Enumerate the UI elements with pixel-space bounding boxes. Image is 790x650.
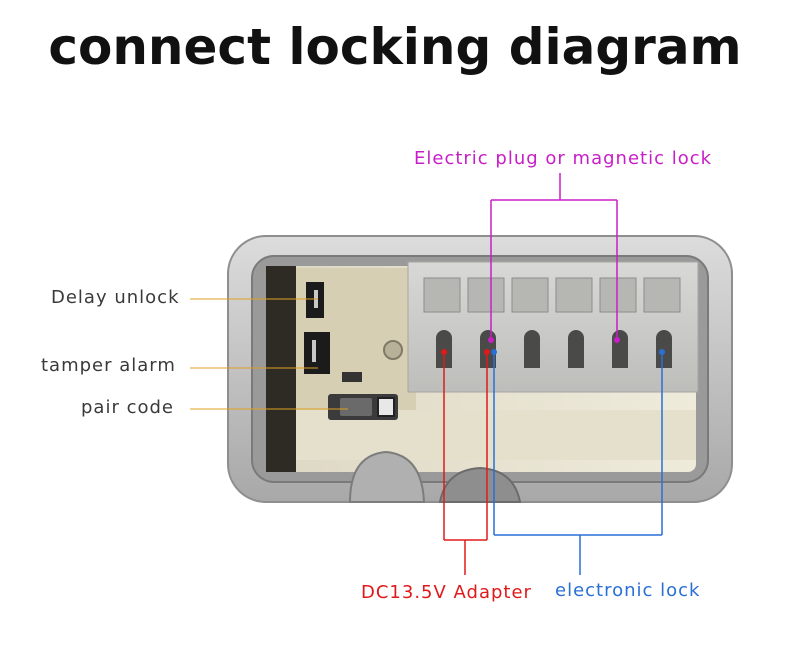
pair-code-button-frame <box>377 397 395 417</box>
adapter-dot-right <box>484 349 490 355</box>
electronic-lock-label: electronic lock <box>555 580 701 601</box>
cable-outlet <box>438 466 522 503</box>
page-title: connect locking diagram <box>48 18 742 76</box>
terminal-top-6 <box>643 277 681 313</box>
terminal-screw-4 <box>568 330 584 368</box>
pair-code-label: pair code <box>81 397 174 418</box>
terminal-screw-3 <box>524 330 540 368</box>
terminal-screw-6 <box>656 330 672 368</box>
magnetic-lock-dot-right <box>614 337 620 343</box>
tamper-alarm-label: tamper alarm <box>41 355 176 376</box>
adapter-label: DC13.5V Adapter <box>361 582 532 603</box>
smd-component <box>342 372 362 382</box>
terminal-top-2 <box>467 277 505 313</box>
electronic-lock-dot-left <box>491 349 497 355</box>
terminal-top-4 <box>555 277 593 313</box>
terminal-top-5 <box>599 277 637 313</box>
electronic-lock-dot-right <box>659 349 665 355</box>
tamper-alarm-jumper <box>304 332 330 374</box>
terminal-screw-5 <box>612 330 628 368</box>
magnetic-lock-label: Electric plug or magnetic lock <box>414 148 713 169</box>
magnetic-lock-dot-left <box>488 337 494 343</box>
terminal-top-3 <box>511 277 549 313</box>
terminal-top-1 <box>423 277 461 313</box>
adapter-dot-left <box>441 349 447 355</box>
tamper-alarm-pin <box>312 340 316 362</box>
pair-code-button-cap <box>340 398 372 416</box>
cable-gland <box>348 450 426 503</box>
screw-hole <box>383 340 403 360</box>
interior-shadow <box>266 266 296 472</box>
terminal-slots <box>423 277 681 313</box>
delay-unlock-label: Delay unlock <box>51 287 180 308</box>
